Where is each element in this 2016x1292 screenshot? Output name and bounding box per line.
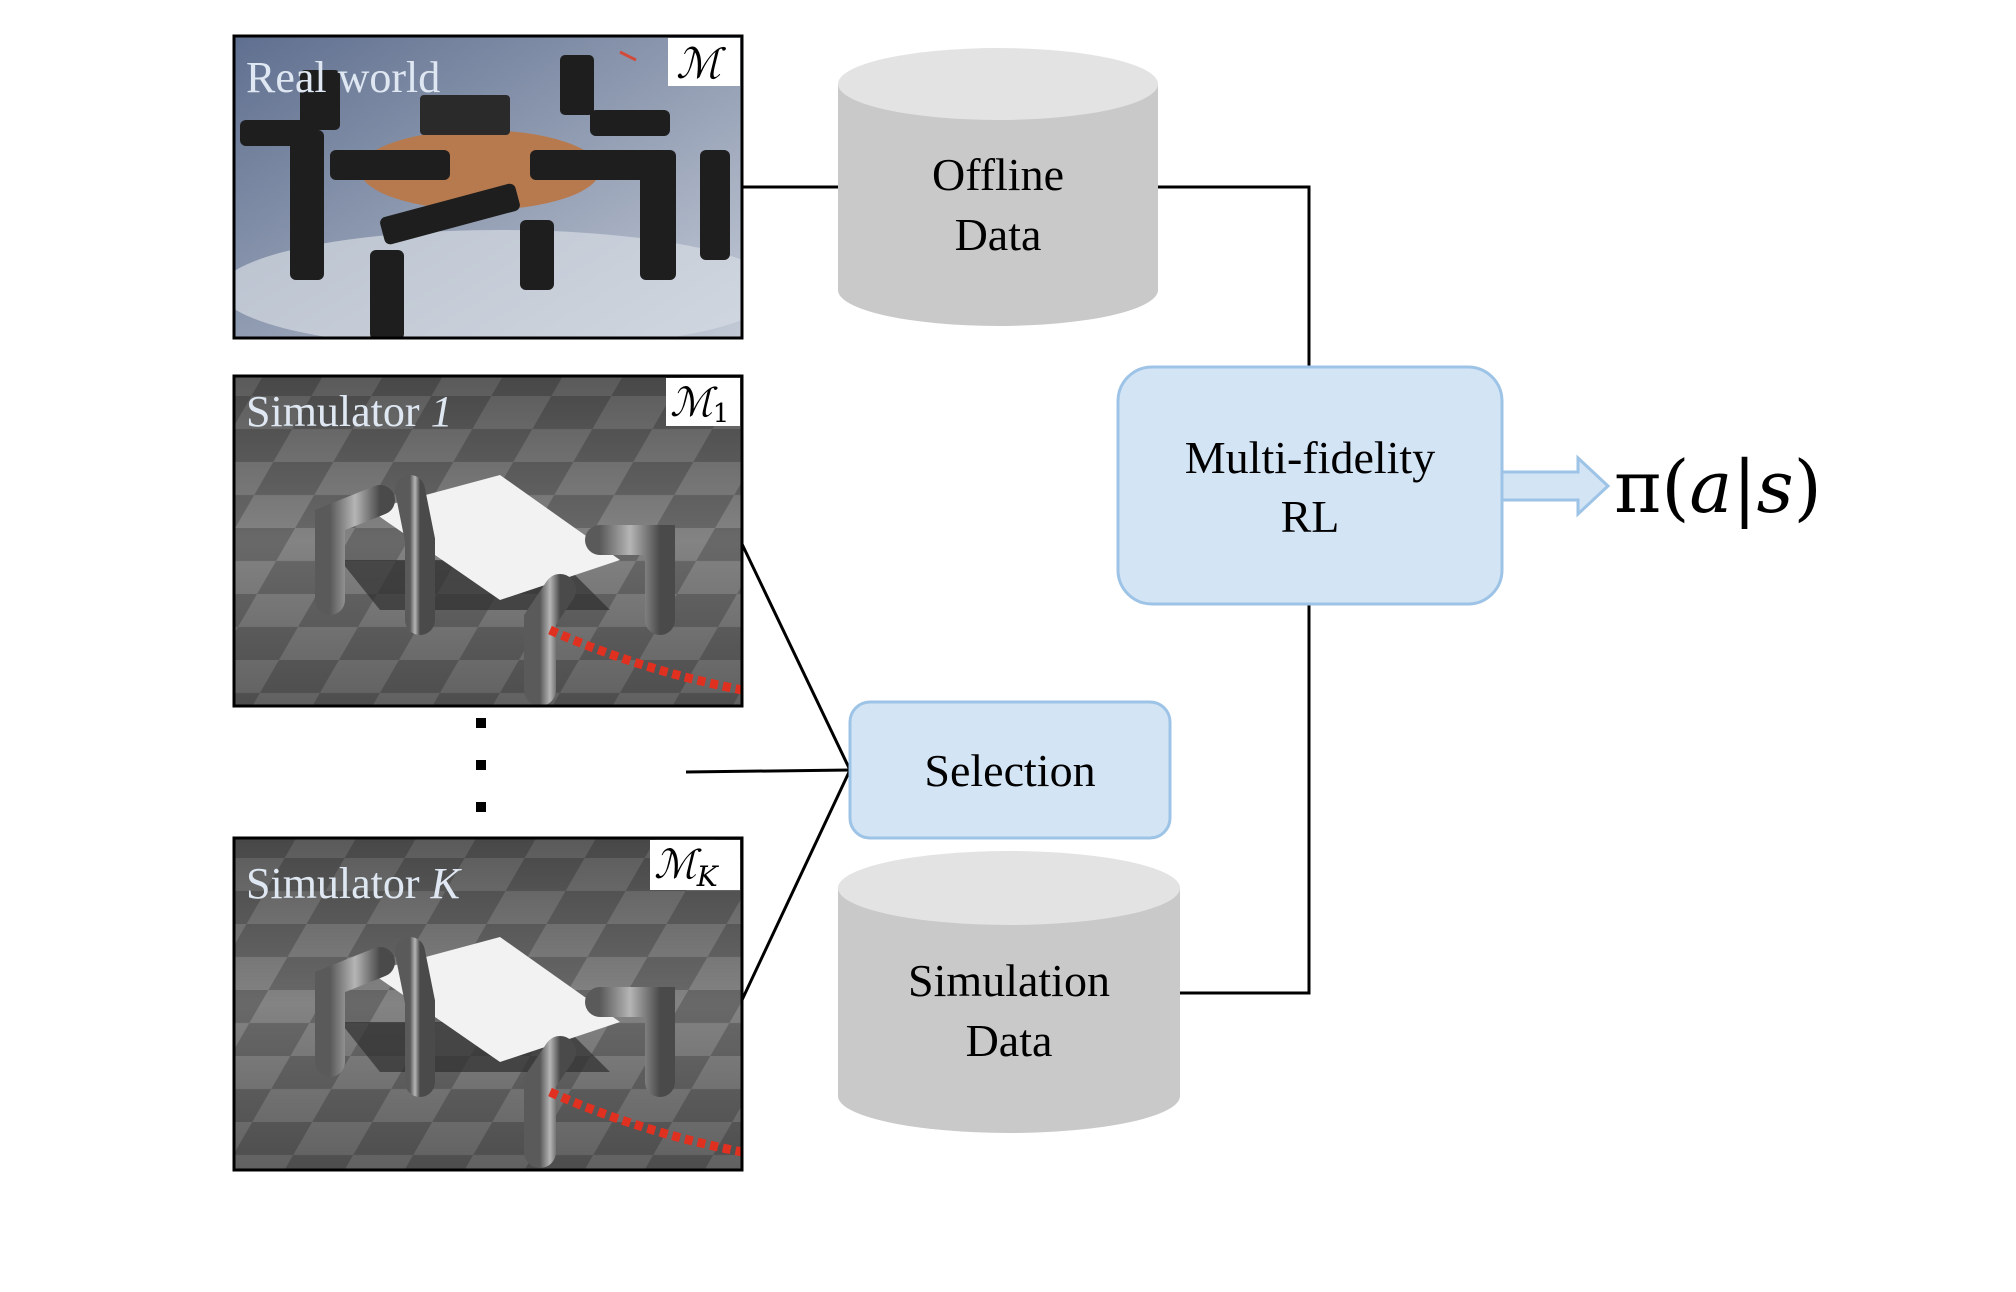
ellipsis-to-selection-line — [685, 768, 851, 774]
offline-data-store: Offline Data — [838, 48, 1158, 326]
real-world-label: Real world — [246, 53, 440, 102]
simulator-k-panel: Simulator K ℳK — [232, 836, 744, 1172]
simulator-1-label: Simulator 1 — [246, 387, 453, 436]
simk-to-selection-line — [740, 769, 852, 1001]
selection-box: Selection — [848, 700, 1172, 840]
selection-label: Selection — [924, 745, 1095, 796]
real-world-model-badge: ℳ — [676, 39, 727, 88]
simulator-1-panel: Simulator 1 ℳ1 — [232, 374, 744, 708]
simulator-1-model-badge-bg — [666, 378, 740, 426]
simulation-data-line2: Data — [966, 1015, 1053, 1066]
sim1-to-selection-line — [740, 543, 852, 771]
multi-fidelity-rl-line1: Multi-fidelity — [1185, 432, 1435, 483]
simulation-data-line1: Simulation — [908, 955, 1110, 1006]
offline-data-line1: Offline — [932, 149, 1064, 200]
simulator-k-model-badge-bg — [650, 840, 740, 890]
output-arrow — [1500, 454, 1611, 518]
simulator-ellipsis — [476, 718, 486, 812]
simulator-1-render — [234, 376, 742, 706]
offline-data-line2: Data — [955, 209, 1042, 260]
connectors — [685, 185, 1311, 1001]
simulation-data-store: Simulation Data — [838, 851, 1180, 1133]
multi-fidelity-rl-box: Multi-fidelity RL — [1116, 365, 1504, 606]
simulation-to-rl-line — [1180, 604, 1311, 995]
simulator-1-model-badge: ℳ1 — [670, 380, 729, 429]
simulator-k-label: Simulator K — [246, 859, 463, 908]
simulator-k-model-badge: ℳK — [654, 842, 720, 893]
multi-fidelity-rl-line2: RL — [1281, 491, 1340, 542]
real-world-photo — [234, 36, 742, 338]
simulator-k-render — [234, 838, 742, 1170]
policy-output: π(a|s) — [1614, 445, 1822, 529]
offline-to-rl-line — [1158, 185, 1311, 367]
real-world-model-badge-bg — [668, 38, 740, 86]
real-world-panel: Real world ℳ — [232, 34, 744, 340]
